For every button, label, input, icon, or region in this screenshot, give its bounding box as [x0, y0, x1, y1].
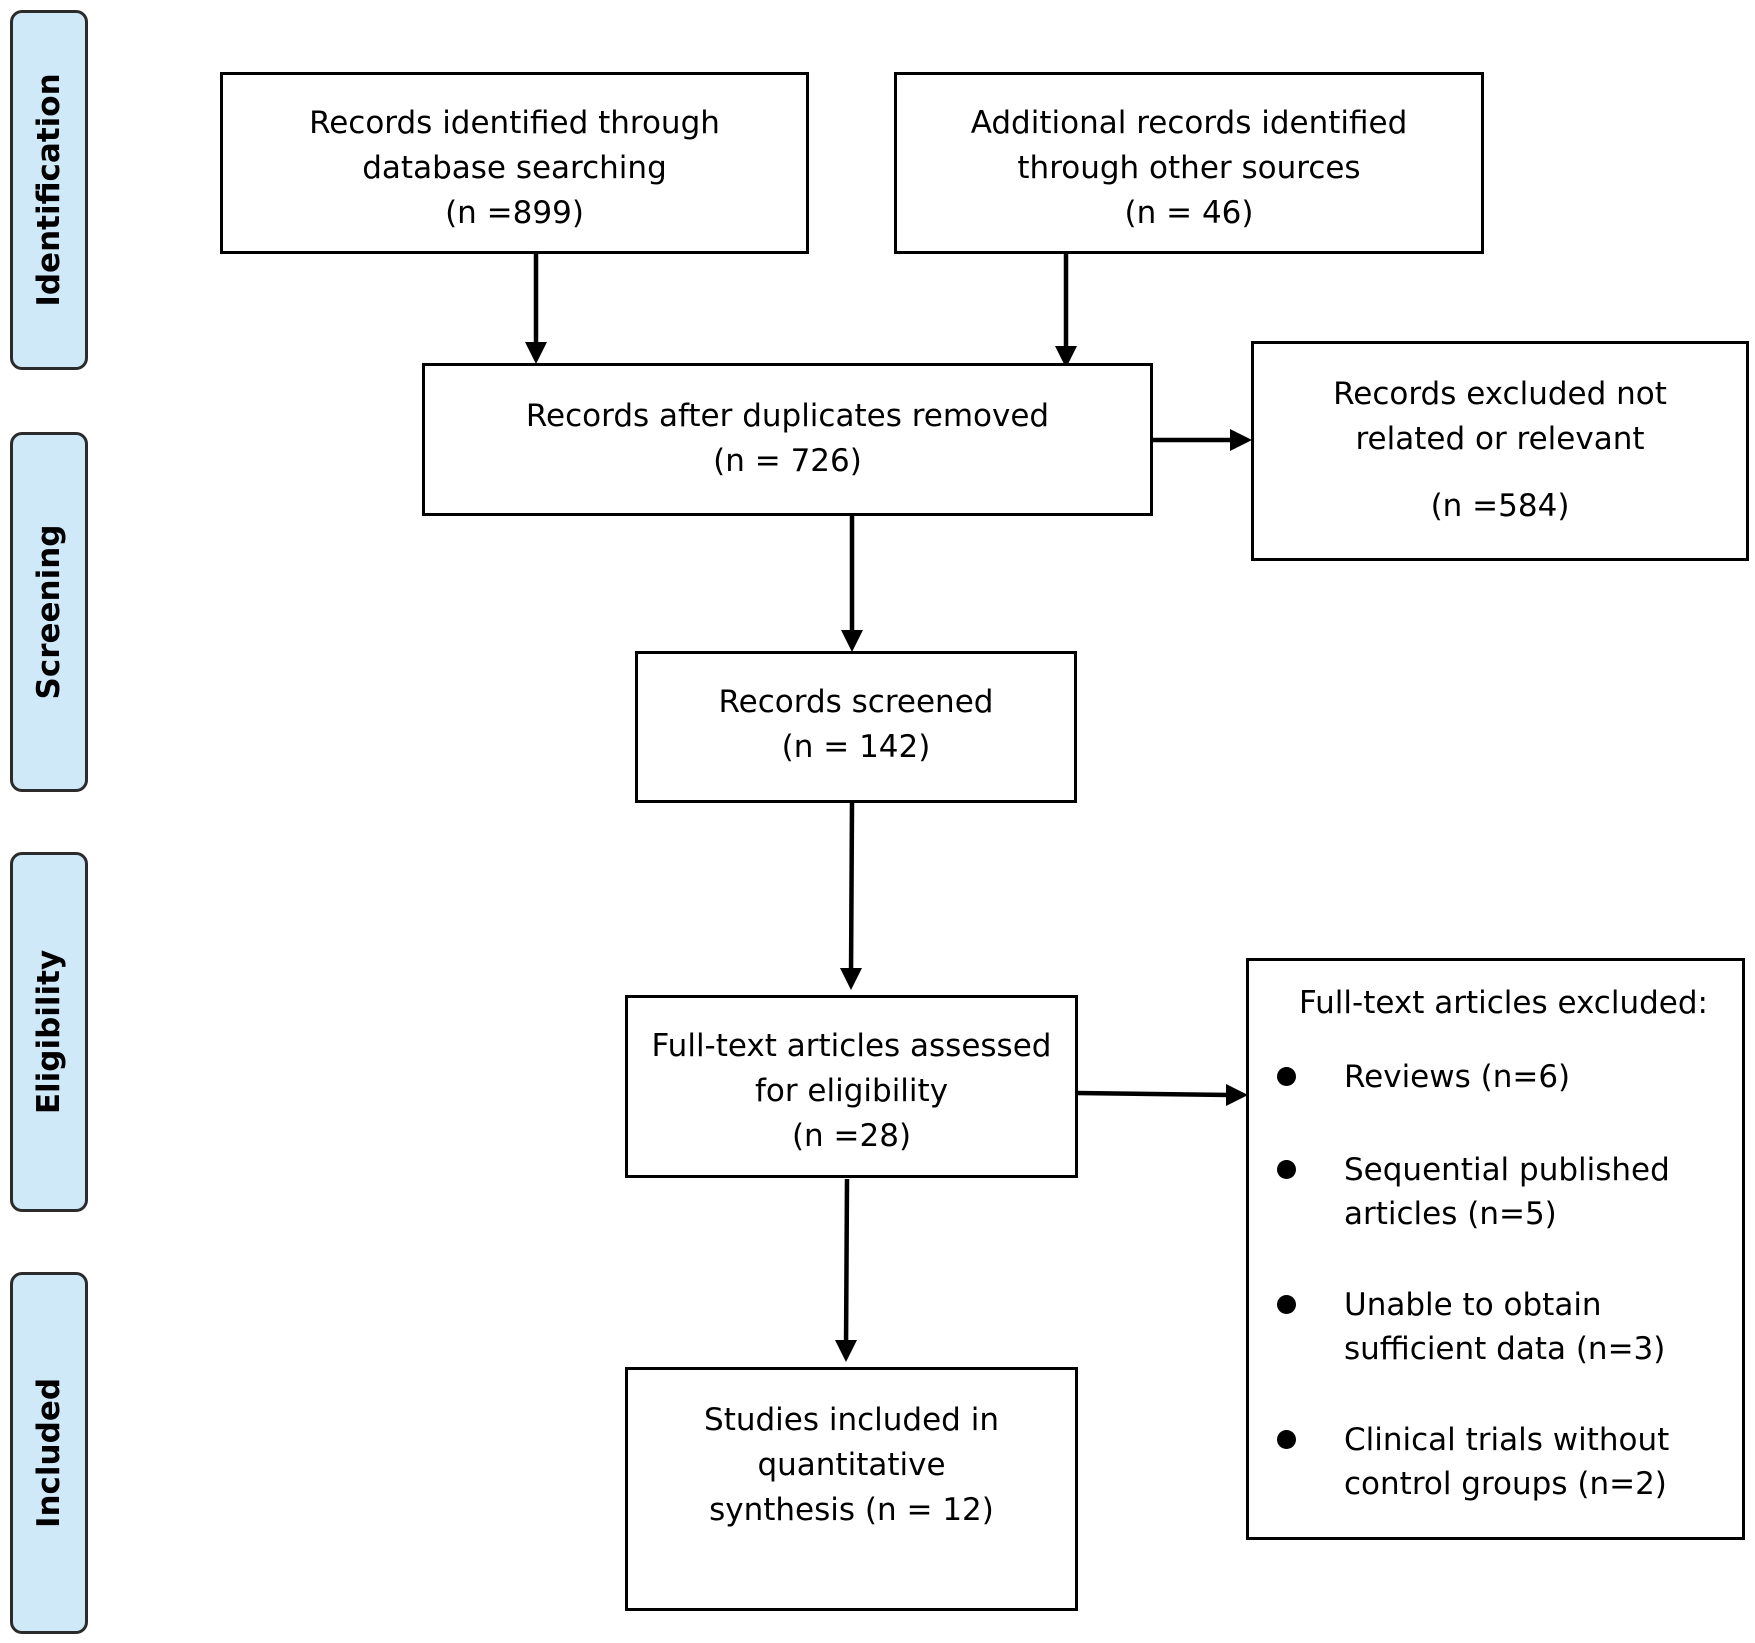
excluded-item-1-line-1: Reviews (n=6)	[1344, 1059, 1571, 1095]
bullet-dot-2	[1277, 1160, 1296, 1179]
box-included-line-2: quantitative	[757, 1447, 946, 1483]
stage-eligibility: Eligibility	[10, 852, 88, 1212]
arrowhead-included	[835, 1340, 857, 1362]
box-database-line-3: (n =899)	[445, 195, 584, 231]
box-screened-line-2: (n = 142)	[781, 729, 931, 765]
excluded-item-4-line-2: control groups (n=2)	[1344, 1466, 1667, 1502]
box-other-line-3: (n = 46)	[1124, 195, 1254, 231]
box-other-line-1: Additional records identified	[970, 105, 1408, 141]
arrowhead-other	[1055, 346, 1077, 368]
box-full-text-assessed: Full-text articles assessed for eligibil…	[625, 995, 1078, 1178]
box-excluded-line-2: related or relevant	[1355, 421, 1645, 457]
box-studies-included: Studies included in quantitative synthes…	[625, 1367, 1078, 1611]
excluded-item-4-line-1: Clinical trials without	[1344, 1422, 1670, 1458]
stage-identification: Identification	[10, 10, 88, 370]
excluded-item-2-line-1: Sequential published	[1344, 1152, 1670, 1188]
box-records-screened: Records screened (n = 142)	[635, 651, 1077, 803]
arrowhead-fulltext	[840, 968, 862, 990]
arrow-fulltext-to-excludedlist	[1076, 1090, 1231, 1098]
excluded-item-3-line-1: Unable to obtain	[1344, 1287, 1602, 1323]
box-excluded-not-relevant: Records excluded not related or relevant…	[1251, 341, 1749, 561]
box-fulltext-line-3: (n =28)	[791, 1118, 912, 1154]
box-fulltext-line-1: Full-text articles assessed	[651, 1028, 1052, 1064]
box-other-line-2: through other sources	[1017, 150, 1361, 186]
box-duplicates-removed: Records after duplicates removed (n = 72…	[422, 363, 1153, 516]
box-duplicates-line-1: Records after duplicates removed	[525, 398, 1050, 434]
box-excluded-line-1: Records excluded not	[1333, 376, 1667, 412]
stage-included: Included	[10, 1272, 88, 1634]
bullet-dot-1	[1277, 1067, 1296, 1086]
box-screened-line-1: Records screened	[718, 684, 994, 720]
arrowhead-database	[525, 342, 547, 364]
box-included-line-1: Studies included in	[704, 1402, 999, 1438]
box-excluded-line-3: (n =584)	[1430, 488, 1570, 524]
box-database-records: Records identified through database sear…	[220, 72, 809, 254]
box-fulltext-line-2: for eligibility	[754, 1073, 949, 1109]
box-full-text-excluded: Full-text articles excluded: Reviews (n=…	[1246, 958, 1745, 1540]
box-database-line-1: Records identified through	[309, 105, 720, 141]
box-included-line-3: synthesis (n = 12)	[709, 1492, 994, 1528]
arrowhead-excludedlist	[1226, 1084, 1248, 1106]
bullet-dot-4	[1277, 1430, 1296, 1449]
arrowhead-excluded	[1230, 429, 1252, 451]
excluded-item-3-line-2: sufficient data (n=3)	[1344, 1331, 1666, 1367]
box-other-sources: Additional records identified through ot…	[894, 72, 1484, 254]
arrow-fulltext-to-included	[843, 1178, 850, 1351]
box-duplicates-line-2: (n = 726)	[713, 443, 862, 479]
stage-screening: Screening	[10, 432, 88, 792]
arrow-screened-to-fulltext	[848, 802, 855, 979]
excluded-heading: Full-text articles excluded:	[1299, 985, 1708, 1021]
arrowhead-screened	[841, 630, 863, 652]
bullet-dot-3	[1277, 1295, 1296, 1314]
excluded-item-2-line-2: articles (n=5)	[1344, 1196, 1557, 1232]
box-database-line-2: database searching	[362, 150, 667, 186]
